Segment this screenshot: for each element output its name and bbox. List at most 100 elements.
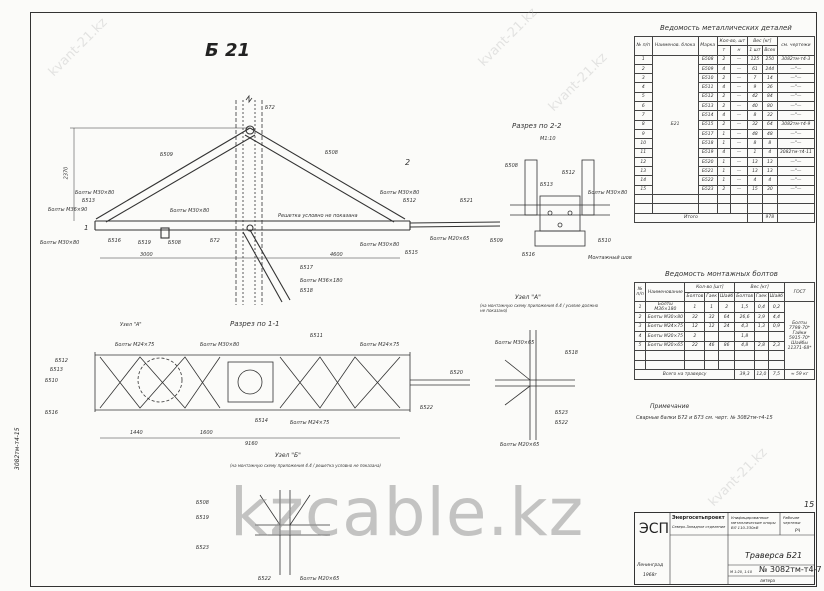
- page-number: 15: [804, 500, 815, 509]
- node-a-title: Узел "А": [515, 294, 541, 301]
- table-cell: —"—: [776, 73, 816, 84]
- s11-b520: Б520: [450, 370, 463, 376]
- section-1-1-title: Разрез по 1-1: [230, 320, 280, 328]
- table-cell: Болты М36×180: [645, 301, 686, 313]
- table-cell: 4: [716, 110, 732, 121]
- s22-b509: Б509: [490, 238, 503, 244]
- table-cell: 1,5: [734, 301, 756, 313]
- table-cell: 4,8: [734, 340, 756, 351]
- table-cell: [776, 194, 816, 205]
- label-b515: Б515: [405, 250, 418, 256]
- details-table: № п/п Наименов. блока Марка Кол-во, шт В…: [634, 35, 816, 223]
- s22-note: Монтажный шов: [588, 255, 632, 261]
- table-cell: [761, 194, 778, 205]
- table-cell: 80: [761, 101, 778, 112]
- table-cell: [633, 359, 647, 370]
- table-cell: —: [730, 138, 748, 149]
- table-cell: 12: [684, 321, 706, 332]
- table-cell: [754, 350, 769, 361]
- label-bolts-brace: Болты М36×180: [300, 278, 343, 284]
- table-cell: Б520: [697, 156, 718, 168]
- table-cell: [754, 331, 769, 342]
- table-cell: [716, 203, 732, 214]
- table-cell: Болты М24×75: [645, 321, 686, 332]
- table-cell: [730, 194, 748, 205]
- table-cell: 7: [634, 110, 653, 121]
- table-cell: —: [730, 91, 748, 103]
- total-value: 12,0: [754, 369, 769, 380]
- year: 1968г: [643, 573, 657, 578]
- table-cell: 2: [634, 63, 653, 75]
- total-value: 978: [761, 212, 778, 223]
- total-value: 7,5: [767, 369, 786, 380]
- table-cell: 84: [761, 91, 778, 103]
- title-block: ЭСП Ленинград 1968г Энергосетьпроект Сев…: [634, 512, 822, 585]
- th-qty-t: т: [716, 45, 732, 56]
- node-b-b523: Б523: [196, 545, 209, 551]
- table-cell: —: [730, 54, 748, 65]
- table-cell: 0,4: [754, 301, 769, 313]
- node-b-note: (на монтажную схему приложения 4.4 / реш…: [230, 463, 381, 468]
- table-cell: 4: [634, 82, 653, 93]
- th-q3: Шайб: [717, 291, 736, 302]
- table-cell: [767, 331, 786, 342]
- th-block: Наименов. блока: [651, 36, 699, 56]
- table-cell: 3082тм-т4-11: [776, 147, 816, 158]
- empty-row: [634, 203, 816, 214]
- th-ref: см. чертежи: [776, 36, 816, 56]
- s22-bolts: Болты М30×80: [588, 190, 628, 196]
- th-w1: Болтов: [734, 291, 756, 302]
- table-cell: 2: [633, 312, 647, 323]
- table-cell: [633, 350, 647, 361]
- table-cell: [684, 350, 706, 361]
- table-cell: 1: [716, 128, 732, 140]
- table-cell: Б508: [697, 54, 718, 65]
- s11-b513: Б513: [50, 367, 63, 373]
- total-label: Всего на траверсу: [633, 369, 736, 380]
- s11-dim-a: 1440: [130, 430, 143, 436]
- s11-bolts3: Болты М24×75: [360, 342, 400, 348]
- dim-left: 3000: [140, 252, 153, 258]
- section-mark-1: 1: [84, 224, 89, 232]
- label-bolts-left: Болты М36×90: [48, 207, 88, 213]
- table-cell: —"—: [776, 166, 816, 177]
- table-cell: —: [730, 110, 748, 121]
- label-b519: Б519: [138, 240, 151, 246]
- table-cell: Б514: [697, 110, 718, 121]
- table-cell: —: [730, 147, 748, 158]
- table-cell: 30: [761, 184, 778, 196]
- gost-line: Болты 7798-70*: [789, 320, 811, 331]
- table-cell: 14: [634, 175, 653, 186]
- table-cell: [734, 359, 756, 370]
- total-value: 39,3: [734, 369, 756, 380]
- label-b517: Б517: [300, 265, 313, 271]
- table-cell: [704, 359, 719, 370]
- table-cell: —: [730, 166, 748, 177]
- table-cell: [730, 203, 748, 214]
- table-cell: 1,8: [734, 331, 756, 342]
- table-cell: 6: [634, 101, 653, 112]
- table-cell: [634, 194, 653, 205]
- table-cell: Б511: [697, 82, 718, 93]
- table-cell: 4: [633, 331, 647, 342]
- s22-b510: Б510: [598, 238, 611, 244]
- drawing-name: Траверса Б21: [745, 551, 803, 560]
- table-cell: 8: [746, 110, 763, 121]
- s11-b516: Б516: [45, 410, 58, 416]
- label-b513: Б513: [82, 198, 95, 204]
- table-cell: 0,9: [767, 321, 786, 332]
- th-num: № п/п: [634, 36, 653, 56]
- table-cell: —"—: [776, 138, 816, 149]
- table-cell: 32: [761, 110, 778, 121]
- pole: [235, 94, 263, 305]
- table-cell: —: [730, 175, 748, 186]
- table-cell: Б510: [697, 73, 718, 84]
- dimension-lines: [70, 127, 400, 259]
- th-w-all: Всех: [761, 45, 778, 56]
- table-cell: 64: [717, 312, 736, 323]
- table-cell: 48: [746, 128, 763, 140]
